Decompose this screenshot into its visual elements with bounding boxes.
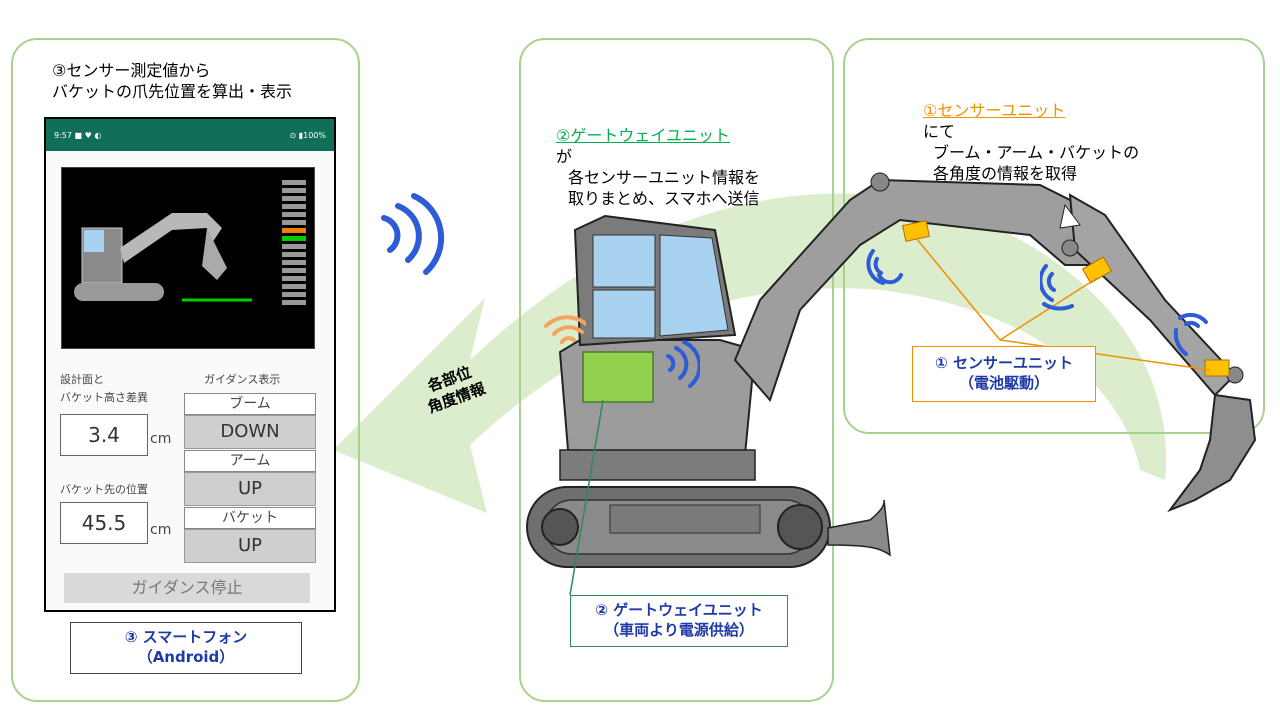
guidance-part-arm: アーム (184, 450, 316, 472)
guidance-part-boom: ブーム (184, 393, 316, 415)
excavator-view (61, 167, 315, 349)
smartphone-label: ③ スマートフォン （Android） (70, 622, 302, 674)
diff-label: 設計面と バケット高さ差異 (60, 371, 148, 407)
pos-value: 45.5 (60, 502, 148, 544)
caption-line: バケットの爪先位置を算出・表示 (52, 82, 293, 101)
label-line: ③ スマートフォン (124, 628, 248, 646)
guidance-state-boom: DOWN (184, 415, 316, 449)
smartphone-caption: ③センサー測定値から バケットの爪先位置を算出・表示 (52, 60, 292, 102)
caption-line: 各角度の情報を取得 (933, 164, 1078, 183)
gateway-panel (519, 38, 834, 702)
caption-line: 取りまとめ、スマホへ送信 (568, 189, 760, 208)
label-line: ② ゲートウェイユニット (595, 601, 763, 619)
caption-line: ブーム・アーム・バケットの (933, 143, 1140, 162)
battery-indicator: ⊙ ▮100% (289, 130, 326, 140)
status-icons: ■ ♥ ◐ (74, 130, 102, 140)
wifi-icon (544, 315, 586, 344)
wifi-icon (666, 340, 700, 388)
diff-label-line: 設計面と (60, 373, 104, 386)
smartphone-screen: 9:57 ■ ♥ ◐ ⊙ ▮100% (44, 117, 336, 612)
excavator-mini-icon (74, 180, 306, 305)
wifi-icon (1173, 312, 1208, 356)
sensor-unit-arm (1081, 256, 1113, 284)
excavator-arm (1068, 193, 1237, 397)
data-flow-arrow-shape (333, 193, 1167, 513)
wifi-icon (866, 249, 903, 285)
label-line: （車両より電源供給） (604, 621, 754, 639)
pos-label: バケット先の位置 (60, 483, 148, 496)
excavator-boom (733, 178, 1112, 402)
pos-unit: cm (150, 522, 172, 538)
wifi-icon (381, 193, 445, 275)
status-time: 9:57 (54, 130, 72, 140)
guidance-state-arm: UP (184, 472, 316, 506)
status-bar: 9:57 ■ ♥ ◐ ⊙ ▮100% (46, 119, 334, 151)
smartphone-panel (11, 38, 360, 702)
sensor-caption-link: ①センサーユニット (923, 101, 1066, 120)
label-line: （Android） (137, 648, 235, 666)
sensor-label: ① センサーユニット （電池駆動） (912, 346, 1096, 402)
gateway-caption: ②ゲートウェイユニットが 各センサーユニット情報を 取りまとめ、スマホへ送信 (556, 125, 760, 209)
caption-suffix: が (556, 147, 573, 166)
diff-unit: cm (150, 431, 172, 447)
caption-line: 各センサーユニット情報を (568, 168, 761, 187)
caption-line: ③センサー測定値から (52, 61, 211, 80)
excavator-bucket (1167, 393, 1257, 513)
gateway-unit (582, 351, 654, 403)
sensor-caption: ①センサーユニットにて ブーム・アーム・バケットの 各角度の情報を取得 (923, 100, 1139, 184)
diff-value: 3.4 (60, 414, 148, 456)
guidance-title: ガイダンス表示 (204, 373, 281, 386)
guidance-part-bucket: バケット (184, 507, 316, 529)
gateway-caption-link: ②ゲートウェイユニット (556, 126, 731, 145)
sensor-unit-boom (902, 220, 930, 242)
label-line: （電池駆動） (958, 374, 1049, 392)
sensor-unit-bucket (1204, 359, 1230, 377)
guidance-stop-button[interactable]: ガイダンス停止 (64, 573, 310, 603)
label-line: ① センサーユニット (935, 354, 1073, 372)
level-gauge (282, 180, 306, 305)
diff-label-line: バケット高さ差異 (60, 391, 148, 404)
wifi-icon (1040, 264, 1074, 311)
gateway-label: ② ゲートウェイユニット （車両より電源供給） (570, 595, 788, 647)
guidance-state-bucket: UP (184, 529, 316, 563)
caption-suffix: にて (923, 122, 956, 141)
